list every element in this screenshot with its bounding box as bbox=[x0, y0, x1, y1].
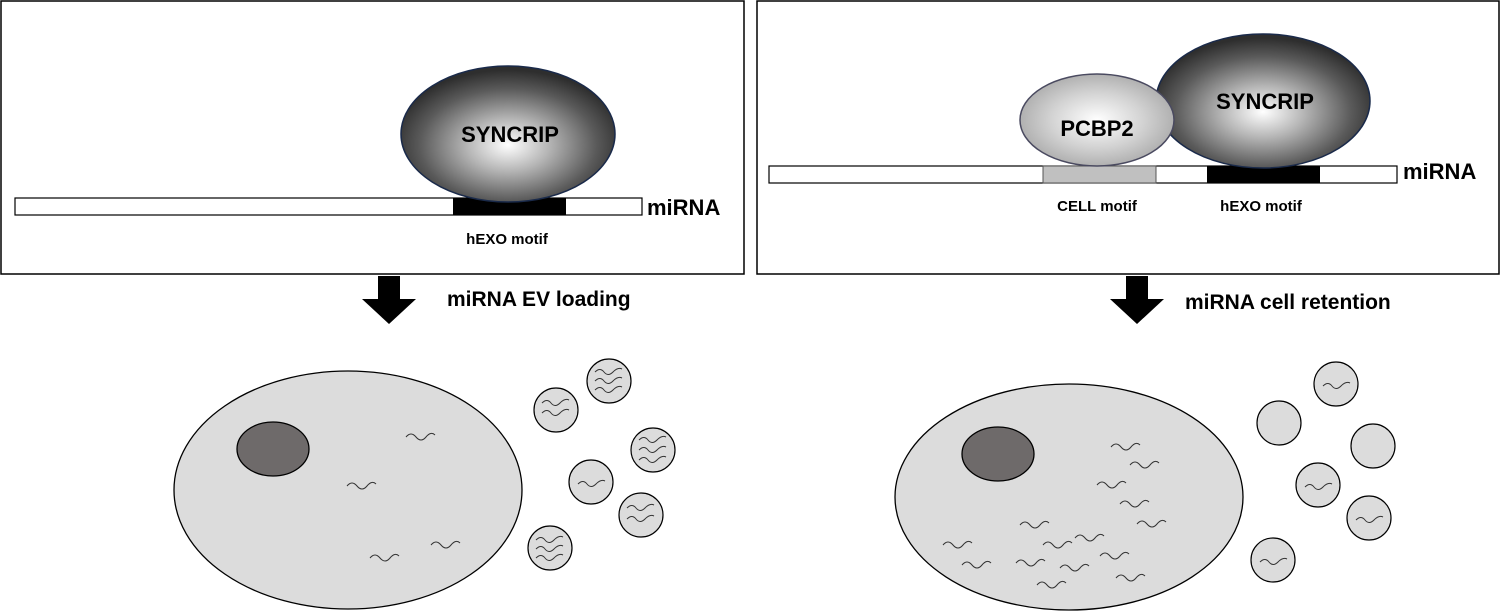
right-cell-mirna bbox=[1119, 499, 1150, 508]
ev-vesicle-membrane bbox=[1350, 423, 1396, 469]
right-mirna-label: miRNA bbox=[1403, 159, 1476, 184]
right-cell-mirna bbox=[1129, 460, 1160, 469]
right-cell-mirna bbox=[1042, 540, 1073, 549]
left-hexo-motif bbox=[453, 198, 566, 215]
ev-mirna bbox=[1322, 381, 1351, 389]
left-cell-nucleus bbox=[236, 421, 310, 477]
right-panel: SYNCRIP PCBP2 miRNA CELL motif hEXO moti… bbox=[756, 0, 1500, 275]
left-hexo-motif-label: hEXO motif bbox=[466, 231, 549, 248]
left-panel-frame bbox=[0, 0, 745, 275]
right-cell-mirna bbox=[1136, 519, 1167, 528]
ev-vesicle bbox=[1295, 462, 1341, 508]
right-cell-mirna bbox=[1096, 480, 1127, 489]
right-cell-nucleus bbox=[961, 426, 1035, 482]
ev-mirna bbox=[1355, 515, 1384, 523]
ev-mirna bbox=[594, 385, 623, 393]
ev-vesicle bbox=[527, 525, 573, 571]
right-down-arrow-icon bbox=[1110, 276, 1164, 324]
ev-vesicle bbox=[1256, 400, 1302, 446]
ev-vesicle bbox=[586, 358, 632, 404]
ev-vesicle bbox=[630, 427, 676, 473]
ev-mirna bbox=[626, 514, 655, 522]
right-vesicles bbox=[1250, 361, 1396, 583]
right-cell-mirna bbox=[1059, 563, 1090, 572]
left-panel: SYNCRIP miRNA hEXO motif bbox=[0, 0, 745, 275]
ev-mirna bbox=[638, 435, 667, 443]
ev-mirna bbox=[594, 367, 623, 375]
ev-vesicle-membrane bbox=[1250, 537, 1296, 583]
ev-vesicle bbox=[533, 387, 579, 433]
ev-mirna bbox=[626, 503, 655, 511]
right-cell-mirna bbox=[1019, 520, 1050, 529]
right-outcome-label: miRNA cell retention bbox=[1185, 291, 1391, 314]
left-cell-mirna bbox=[369, 553, 400, 562]
left-cell bbox=[173, 370, 523, 610]
right-cell-motif bbox=[1042, 165, 1157, 184]
left-cell-mirna bbox=[346, 481, 377, 490]
ev-mirna bbox=[638, 445, 667, 453]
right-cell-mirna bbox=[942, 540, 973, 549]
ev-vesicle-membrane bbox=[1346, 495, 1392, 541]
ev-vesicle bbox=[568, 459, 614, 505]
left-mirna-label: miRNA bbox=[647, 195, 720, 220]
ev-vesicle bbox=[1250, 537, 1296, 583]
ev-vesicle-membrane bbox=[586, 358, 632, 404]
right-pcbp2-label: PCBP2 bbox=[1060, 116, 1133, 141]
right-cell-mirna bbox=[1115, 573, 1146, 582]
right-pcbp2-protein bbox=[1019, 73, 1175, 167]
left-down-arrow-icon bbox=[362, 276, 416, 324]
ev-vesicle-membrane bbox=[1313, 361, 1359, 407]
right-cell bbox=[894, 383, 1244, 611]
ev-vesicle-membrane bbox=[618, 492, 664, 538]
ev-vesicle-membrane bbox=[527, 525, 573, 571]
left-cell-mirna bbox=[430, 540, 461, 549]
left-cell-body bbox=[173, 370, 523, 610]
right-hexo-motif bbox=[1207, 166, 1320, 183]
right-cell-mirna bbox=[1110, 442, 1141, 451]
ev-vesicle-membrane bbox=[568, 459, 614, 505]
right-cell-mirna bbox=[1074, 533, 1105, 542]
right-cell-mirna bbox=[961, 560, 992, 569]
ev-vesicle-membrane bbox=[1295, 462, 1341, 508]
left-syncrip-label: SYNCRIP bbox=[461, 122, 559, 147]
left-outcome-label: miRNA EV loading bbox=[447, 288, 631, 311]
ev-mirna bbox=[535, 535, 564, 543]
ev-vesicle bbox=[1350, 423, 1396, 469]
ev-vesicle bbox=[1346, 495, 1392, 541]
right-cell-mirna bbox=[1036, 580, 1067, 589]
ev-vesicle-membrane bbox=[1256, 400, 1302, 446]
ev-mirna bbox=[577, 479, 606, 487]
ev-vesicle bbox=[1313, 361, 1359, 407]
ev-mirna bbox=[594, 376, 623, 384]
right-cell-mirna-group bbox=[942, 442, 1167, 589]
ev-mirna bbox=[1259, 557, 1288, 565]
ev-mirna bbox=[535, 544, 564, 552]
ev-mirna bbox=[1304, 482, 1333, 490]
right-cell-body bbox=[894, 383, 1244, 611]
ev-vesicle-membrane bbox=[630, 427, 676, 473]
ev-vesicle-membrane bbox=[533, 387, 579, 433]
ev-mirna bbox=[638, 455, 667, 463]
right-syncrip-label: SYNCRIP bbox=[1216, 89, 1314, 114]
right-cell-mirna bbox=[1015, 558, 1046, 567]
right-cell-motif-label: CELL motif bbox=[1057, 198, 1138, 215]
ev-mirna bbox=[541, 408, 570, 416]
left-cell-mirna bbox=[405, 432, 436, 441]
left-cell-mirna-group bbox=[346, 432, 461, 562]
left-vesicles bbox=[527, 358, 676, 571]
ev-mirna bbox=[541, 398, 570, 406]
left-syncrip-protein bbox=[400, 65, 616, 203]
ev-mirna bbox=[535, 553, 564, 561]
ev-vesicle bbox=[618, 492, 664, 538]
right-cell-mirna bbox=[1099, 551, 1130, 560]
right-hexo-motif-label: hEXO motif bbox=[1220, 198, 1303, 215]
